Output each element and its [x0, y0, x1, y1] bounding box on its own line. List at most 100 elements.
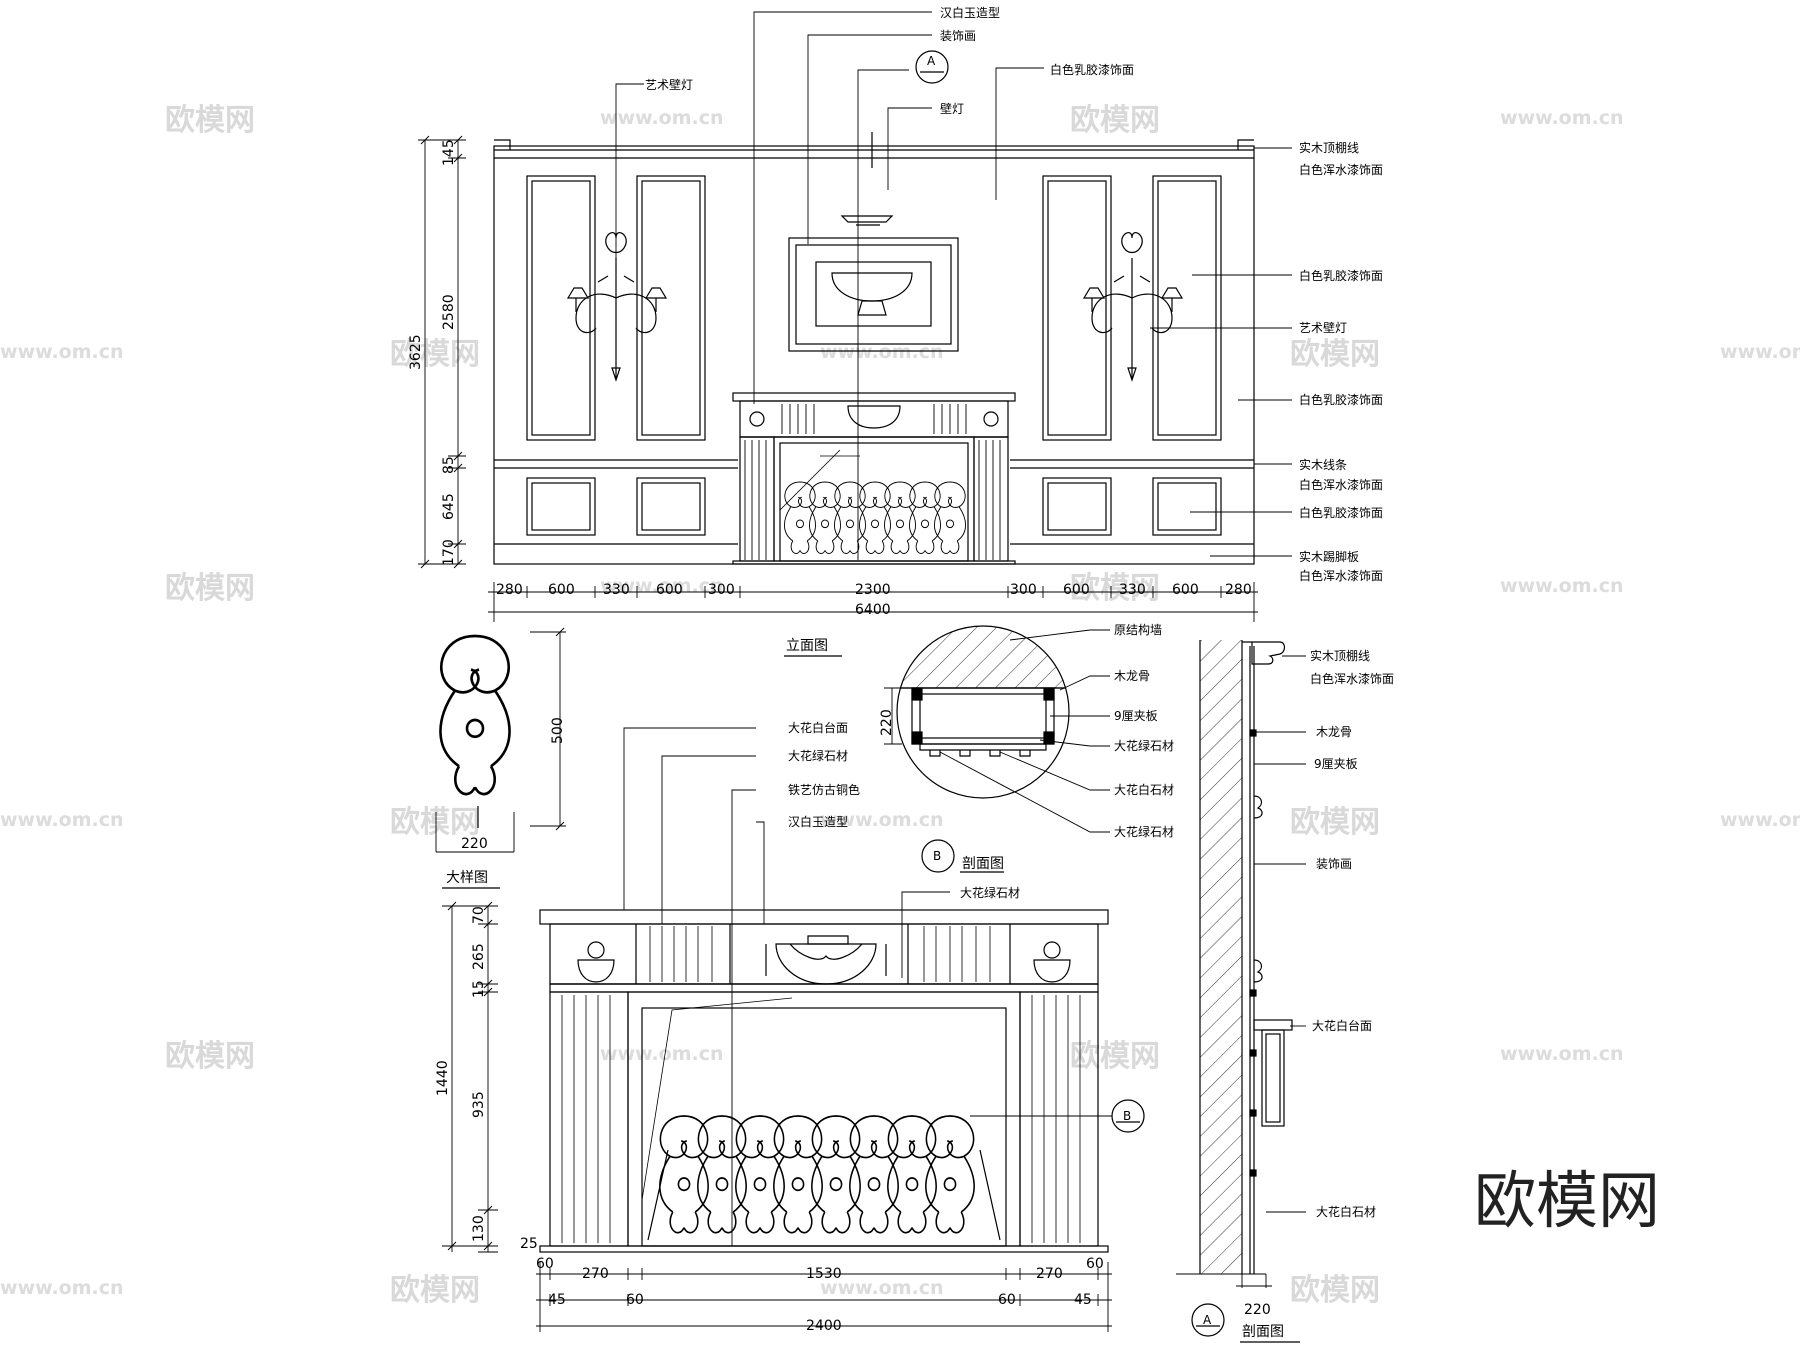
detail-title: 大样图 — [446, 870, 488, 886]
fireplace-height-dim: 935 — [471, 1091, 487, 1118]
dim-total-width: 6400 — [855, 602, 891, 618]
brand-watermark: 欧模网 — [1070, 103, 1160, 138]
section-a-view: A 剖面图 220 实木顶棚线 白色浑水漆饰面 木龙骨 9厘夹板 装饰画 大花白… — [1176, 640, 1394, 1343]
section-a-label: 装饰画 — [1316, 857, 1352, 871]
mantel-top-profile — [1253, 1019, 1293, 1031]
label-right: 实木踢脚板 — [1299, 549, 1359, 564]
dim-width: 2300 — [855, 582, 891, 598]
wainscot-panel — [1042, 477, 1112, 536]
upper-wall-panels — [526, 175, 1222, 441]
label-right: 白色浑水漆饰面 — [1299, 162, 1383, 177]
wainscot-panel — [636, 477, 706, 536]
dim-height: 170 — [441, 539, 457, 566]
section-b-label: 大花白石材 — [1114, 782, 1174, 797]
wall-lamp-icon — [840, 132, 894, 226]
section-b-label: 大花绿石材 — [1114, 738, 1174, 753]
section-a-label: 大花白台面 — [1312, 1018, 1372, 1033]
section-a-label: 9厘夹板 — [1314, 757, 1358, 771]
dim-width: 600 — [1063, 582, 1090, 598]
fireplace-label: 大花白台面 — [788, 720, 848, 735]
brand-watermark: 欧模网 — [165, 571, 255, 606]
url-watermark: www.om.cn — [820, 809, 944, 831]
section-marker-b — [921, 839, 955, 873]
section-a-label: 实木顶棚线 — [1310, 648, 1370, 663]
label-latex: 白色乳胶漆饰面 — [1050, 62, 1134, 77]
url-watermark: www.om.cn — [600, 1043, 724, 1065]
marker-letter: B — [1123, 1109, 1131, 1123]
brand-watermark: 欧模网 — [1070, 1039, 1160, 1074]
fireplace-width-dim: 270 — [1036, 1266, 1063, 1282]
mantel-top — [539, 909, 1109, 925]
dim-height: 85 — [441, 456, 457, 474]
fireplace-width-dim: 1530 — [806, 1266, 842, 1282]
url-watermark: www.om.cn — [0, 809, 124, 831]
dim-width: 280 — [1225, 582, 1252, 598]
url-watermark: www.om.cn — [0, 341, 124, 363]
dim-width: 300 — [1010, 582, 1037, 598]
elevation-width-dims — [488, 582, 1258, 622]
brand-watermark: 欧模网 — [165, 103, 255, 138]
fireplace-height-dim: 15 — [471, 980, 487, 998]
fireplace-total-width-dim: 2400 — [806, 1318, 842, 1334]
urn-ornament-icon — [577, 941, 615, 983]
label-right: 白色乳胶漆饰面 — [1299, 268, 1383, 283]
url-watermark: www.om.cn — [600, 107, 724, 129]
url-watermark: www.om.cn — [1500, 107, 1624, 129]
section-a-width-dim: 220 — [1244, 1302, 1271, 1318]
art-sconce-icon — [1083, 231, 1183, 381]
wall-panel — [1152, 175, 1222, 441]
url-watermark: www.om.cn — [1500, 575, 1624, 597]
brand-watermark: 欧模网 — [390, 1273, 480, 1308]
elevation-height-dims — [418, 135, 466, 569]
wall-panel — [1042, 175, 1112, 441]
dim-width: 330 — [603, 582, 630, 598]
brand-watermark: 欧模网 — [390, 805, 480, 840]
grille-detail-view: 500 220 大样图 — [435, 627, 566, 889]
fireplace-elevation — [732, 392, 1016, 565]
fireplace-height-dim: 70 — [471, 906, 487, 924]
iron-grille — [658, 1115, 976, 1234]
dim-width: 600 — [1172, 582, 1199, 598]
fireplace-total-height-dim: 1440 — [435, 1060, 451, 1096]
dim-width: 330 — [1119, 582, 1146, 598]
brand-watermark: 欧模网 — [1070, 571, 1160, 606]
dim-height: 145 — [441, 139, 457, 166]
section-b-label: 大花绿石材 — [1114, 824, 1174, 839]
wainscot-panel — [526, 477, 596, 536]
lower-wall-panels — [526, 477, 1222, 536]
wall-panel — [636, 175, 706, 441]
hearth — [539, 1245, 1109, 1253]
marker-letter: A — [927, 54, 936, 68]
detail-width-dim: 220 — [461, 836, 488, 852]
fireplace-detail-view: 大花白台面 大花绿石材 铁艺仿古铜色 汉白玉造型 大花绿石材 B 70 265 … — [435, 720, 1145, 1334]
dim-height: 645 — [441, 493, 457, 520]
dim-width: 300 — [708, 582, 735, 598]
dim-height: 2580 — [441, 294, 457, 330]
urn-ornament-icon — [765, 935, 887, 985]
url-watermark: www.om.cn — [820, 1277, 944, 1299]
section-b-label: 木龙骨 — [1114, 669, 1150, 683]
elevation-leaders — [615, 11, 1292, 560]
marker-letter: A — [1203, 1313, 1212, 1327]
label-right: 白色浑水漆饰面 — [1299, 477, 1383, 492]
fireplace-width-dim: 270 — [582, 1266, 609, 1282]
detail-height-dim: 500 — [550, 717, 566, 744]
fireplace-width-dim: 45 — [548, 1292, 566, 1308]
dim-width: 280 — [496, 582, 523, 598]
url-watermark: www.om.cn — [820, 341, 944, 363]
label-right: 艺术壁灯 — [1299, 320, 1347, 335]
structural-wall-hatch — [897, 626, 1069, 689]
fireplace-width-dim: 45 — [1074, 1292, 1092, 1308]
section-b-view: B 剖面图 220 原结构墙 木龙骨 9厘夹板 大花绿石材 大花白石材 大花绿石… — [879, 622, 1174, 873]
label-art-sconce: 艺术壁灯 — [645, 77, 693, 92]
section-b-label: 原结构墙 — [1114, 622, 1162, 637]
section-b-label: 9厘夹板 — [1114, 709, 1158, 723]
fireplace-height-dim: 130 — [471, 1215, 487, 1242]
label-wall-lamp: 壁灯 — [940, 101, 964, 116]
urn-ornament-icon — [1033, 941, 1071, 983]
brand-logo: 欧模网 — [1474, 1164, 1660, 1237]
dim-width: 600 — [656, 582, 683, 598]
fireplace-width-dim: 60 — [626, 1292, 644, 1308]
brand-watermark: 欧模网 — [1290, 1273, 1380, 1308]
